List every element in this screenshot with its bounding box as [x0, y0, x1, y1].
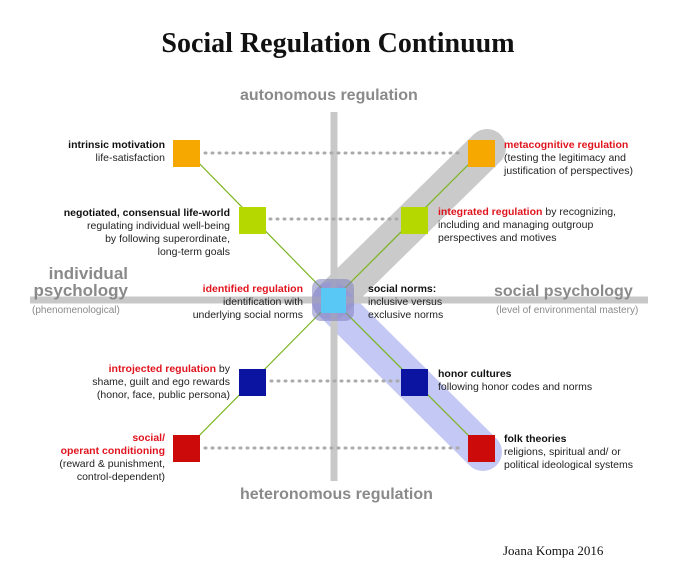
node-negotiated-lifeworld: [239, 207, 266, 234]
label-social-norms: social norms: inclusive versus exclusive…: [368, 283, 478, 322]
author-credit: Joana Kompa 2016: [503, 543, 604, 558]
label-line: control-dependent): [76, 471, 165, 483]
axis-label-top: autonomous regulation: [240, 87, 418, 104]
label-integrated-regulation: integrated regulation by recognizing, in…: [438, 206, 658, 245]
node-integrated-regulation: [401, 207, 428, 234]
label-head-tail: by recognizing,: [542, 206, 616, 218]
label-head: social/: [132, 432, 165, 444]
label-line: religions, spiritual and/ or: [504, 446, 621, 458]
label-line: inclusive versus: [368, 296, 443, 308]
axis-label-right: social psychology: [494, 283, 633, 300]
node-folk-theories: [468, 435, 495, 462]
node-metacognitive-regulation: [468, 140, 495, 167]
label-line: political ideological systems: [504, 459, 633, 471]
label-line: long-term goals: [157, 246, 230, 258]
label-head-2: operant conditioning: [60, 445, 165, 457]
label-line: regulating individual well-being: [86, 220, 230, 232]
label-head: honor cultures: [438, 368, 512, 380]
axis-sub-right: (level of environmental mastery): [496, 305, 639, 316]
label-line: identification with: [223, 296, 303, 308]
node-operant-conditioning: [173, 435, 200, 462]
label-line: (testing the legitimacy and: [504, 152, 626, 164]
label-head: folk theories: [504, 433, 567, 445]
label-head-line: integrated regulation by recognizing,: [438, 206, 658, 219]
label-head: metacognitive regulation: [504, 139, 629, 151]
label-negotiated-lifeworld: negotiated, consensual life-world regula…: [30, 207, 230, 259]
label-line: exclusive norms: [368, 309, 444, 321]
label-head: integrated regulation: [438, 206, 543, 218]
label-introjected-regulation: introjected regulation by shame, guilt a…: [50, 363, 230, 402]
label-line: by following superordinate,: [105, 233, 230, 245]
label-intrinsic-motivation: intrinsic motivation life-satisfaction: [22, 139, 165, 165]
node-introjected-regulation: [239, 369, 266, 396]
node-social-norms: [321, 288, 346, 313]
label-head: identified regulation: [202, 283, 303, 295]
label-head-line: introjected regulation by: [50, 363, 230, 376]
label-line: life-satisfaction: [95, 152, 165, 164]
label-line: perspectives and motives: [438, 232, 557, 244]
label-line: following honor codes and norms: [438, 381, 593, 393]
label-line: justification of perspectives): [504, 165, 633, 177]
label-identified-regulation: identified regulation identification wit…: [180, 283, 303, 322]
label-head: social norms:: [368, 283, 437, 295]
label-line: shame, guilt and ego rewards: [92, 376, 230, 388]
label-metacognitive-regulation: metacognitive regulation (testing the le…: [504, 139, 669, 178]
axis-label-left: individual psychology: [28, 265, 128, 299]
axis-sub-left: (phenomenological): [32, 305, 120, 316]
node-intrinsic-motivation: [173, 140, 200, 167]
axis-label-left-line2: psychology: [33, 281, 128, 300]
label-head: introjected regulation: [108, 363, 216, 375]
label-line: (honor, face, public persona): [96, 389, 230, 401]
label-honor-cultures: honor cultures following honor codes and…: [438, 368, 638, 394]
label-folk-theories: folk theories religions, spiritual and/ …: [504, 433, 669, 472]
axis-label-left-line1: individual: [48, 264, 128, 283]
node-honor-cultures: [401, 369, 428, 396]
label-line: underlying social norms: [192, 309, 303, 321]
label-head-tail: by: [215, 363, 230, 375]
label-line: including and managing outgroup: [438, 219, 594, 231]
axis-label-bottom: heteronomous regulation: [240, 486, 433, 503]
label-operant-conditioning: social/ operant conditioning (reward & p…: [20, 432, 165, 484]
dotted-connectors: [203, 151, 466, 450]
label-head: negotiated, consensual life-world: [63, 207, 230, 219]
label-line: (reward & punishment,: [59, 458, 165, 470]
diagram-title: Social Regulation Continuum: [161, 28, 515, 59]
label-head: intrinsic motivation: [68, 139, 165, 151]
